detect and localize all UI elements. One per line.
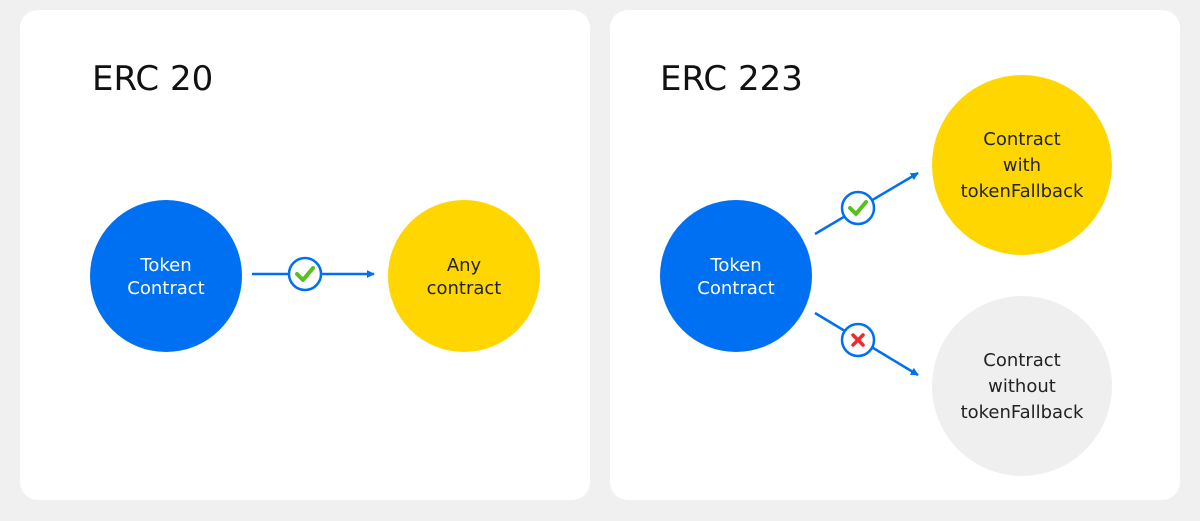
- erc20-title: ERC 20: [92, 59, 213, 99]
- erc20-any-contract-node: Any contract: [388, 200, 540, 352]
- svg-text:Token: Token: [709, 255, 761, 276]
- erc20-arrow: [252, 256, 375, 292]
- svg-text:without: without: [988, 376, 1056, 397]
- erc223-success-arrow: [814, 171, 919, 236]
- erc223-title: ERC 223: [660, 59, 803, 99]
- erc223-fail-arrow: [814, 311, 919, 377]
- contract-with-tokenfallback-node: Contract with tokenFallback: [932, 75, 1112, 255]
- check-icon: [848, 200, 868, 216]
- svg-text:tokenFallback: tokenFallback: [961, 402, 1084, 423]
- svg-text:tokenFallback: tokenFallback: [961, 181, 1084, 202]
- erc223-token-contract-node: Token Contract: [660, 200, 812, 352]
- svg-text:Any: Any: [447, 255, 482, 276]
- check-icon: [295, 266, 315, 282]
- svg-text:Contract: Contract: [127, 278, 204, 299]
- erc223-panel: ERC 223 Token Contract Contract with tok…: [610, 10, 1180, 500]
- svg-text:Contract: Contract: [983, 129, 1060, 150]
- erc20-token-contract-node: Token Contract: [90, 200, 242, 352]
- svg-text:with: with: [1003, 155, 1041, 176]
- cross-icon: [851, 333, 865, 347]
- svg-text:Token: Token: [139, 255, 191, 276]
- svg-text:Contract: Contract: [697, 278, 774, 299]
- svg-text:contract: contract: [427, 278, 502, 299]
- contract-without-tokenfallback-node: Contract without tokenFallback: [932, 296, 1112, 476]
- erc20-panel: ERC 20 Token Contract Any contract: [20, 10, 590, 500]
- svg-text:Contract: Contract: [983, 350, 1060, 371]
